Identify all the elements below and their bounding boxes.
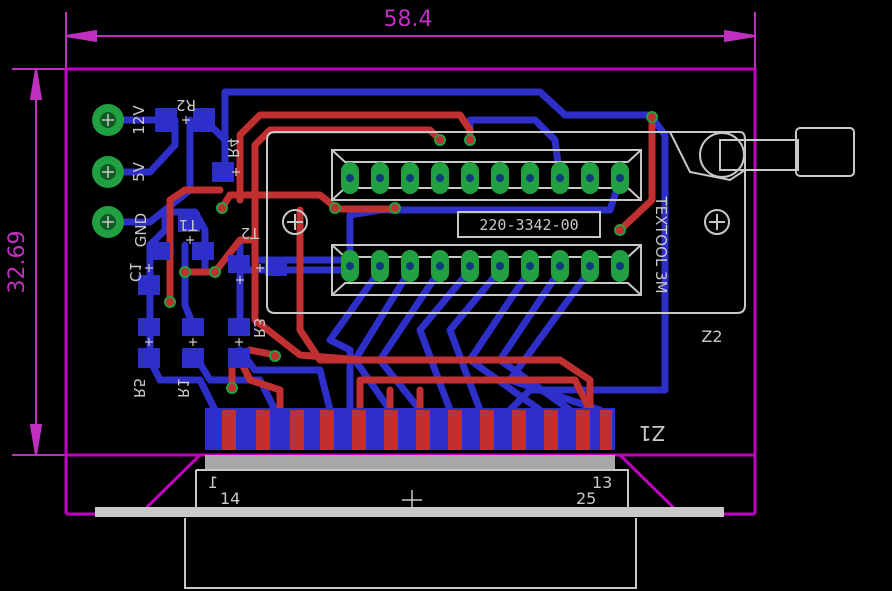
height-dimension: [12, 68, 66, 456]
zif-pin: [401, 162, 419, 194]
power-connector-pads: [92, 104, 124, 238]
connector-pad-12v: [92, 104, 124, 136]
width-dimension-label: 58.4: [384, 7, 433, 32]
pad-polarity-marks: [145, 116, 264, 346]
top-copper-traces: [166, 111, 656, 414]
label-z1: Z1: [639, 421, 665, 445]
height-dimension-label: 32.69: [5, 231, 30, 294]
label-r2: R2: [176, 96, 196, 114]
socket-part-number: 220-3342-00: [479, 216, 578, 234]
zif-pin: [371, 250, 389, 282]
zif-pin: [401, 250, 419, 282]
zif-pin: [581, 162, 599, 194]
zif-socket-outline: [266, 127, 855, 314]
zif-pin: [551, 250, 569, 282]
vias: [164, 111, 658, 394]
zif-pin: [611, 162, 629, 194]
connector-label-gnd: GND: [132, 213, 150, 247]
label-r1: R1: [174, 378, 192, 398]
zif-pin: [461, 250, 479, 282]
dsub-pin1-label: 1: [208, 473, 218, 492]
dsub-outline: [95, 469, 724, 589]
zif-pin: [491, 162, 509, 194]
dsub-pin14-label: 14: [220, 489, 240, 508]
zif-pin: [581, 250, 599, 282]
label-r3: R3: [250, 318, 268, 338]
zif-pin: [341, 250, 359, 282]
zif-pin: [521, 250, 539, 282]
connector-pad-gnd: [92, 206, 124, 238]
zif-pin: [431, 250, 449, 282]
label-r4: R4: [224, 138, 242, 158]
socket-brand-label: TEXTOOL 3M: [652, 195, 670, 293]
zif-pin: [431, 162, 449, 194]
label-c1: C1: [126, 262, 144, 282]
edge-connector-pads: [205, 408, 615, 469]
smd-pads: [138, 108, 287, 368]
zif-pin: [461, 162, 479, 194]
connector-label-12v: 12V: [130, 105, 148, 135]
label-r5: R5: [130, 378, 148, 398]
zif-pins: [341, 162, 629, 282]
zif-pin: [491, 250, 509, 282]
zif-pin: [521, 162, 539, 194]
zif-pin: [341, 162, 359, 194]
connector-pad-5v: [92, 156, 124, 188]
zif-pin: [371, 162, 389, 194]
dsub-pin13-label: 13: [592, 473, 612, 492]
label-z2: Z2: [701, 327, 722, 346]
label-t1: T1: [179, 216, 199, 234]
connector-label-5v: 5V: [130, 161, 148, 182]
dsub-pin25-label: 25: [576, 489, 596, 508]
width-dimension: [65, 12, 756, 68]
zif-pin: [551, 162, 569, 194]
zif-pin: [611, 250, 629, 282]
label-t2: T2: [241, 224, 261, 242]
part-number-frame: [457, 211, 601, 238]
